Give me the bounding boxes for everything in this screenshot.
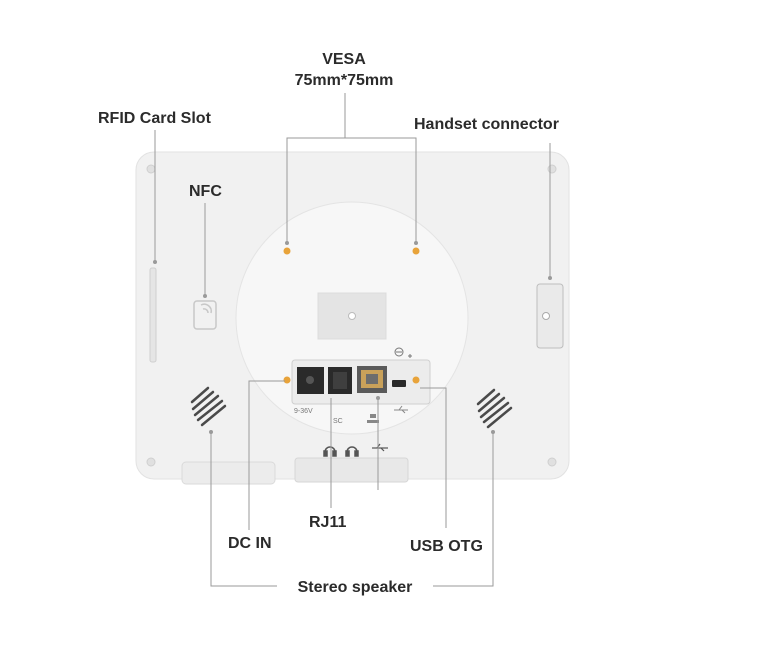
rj11-label: RJ11 — [309, 514, 346, 531]
headphone-icon-1 — [323, 446, 337, 457]
center-plate — [317, 292, 387, 340]
center-screw — [348, 312, 356, 320]
nfc-icon — [193, 300, 217, 330]
sc-mark: SC — [333, 418, 343, 425]
vesa-screw-tr — [412, 247, 420, 255]
ground-icon — [394, 347, 412, 358]
usb-otg-label: USB OTG — [410, 538, 483, 555]
usb-otg-port — [392, 380, 406, 387]
nfc-label: NFC — [189, 183, 222, 200]
vesa-screw-tl — [283, 247, 291, 255]
bottom-connector-recess — [294, 457, 409, 483]
dc-in-label: DC IN — [228, 535, 272, 552]
vesa-screw-bl — [283, 376, 291, 384]
corner-screw-tl — [146, 164, 156, 174]
corner-screw-bl — [146, 457, 156, 467]
vesa-label-line1: VESA — [322, 51, 366, 68]
stereo-speaker-label: Stereo speaker — [298, 579, 413, 596]
corner-screw-tr — [547, 164, 557, 174]
headphone-icon-2 — [345, 446, 359, 457]
rfid-slot — [149, 267, 157, 363]
speaker-left-icon — [190, 386, 227, 427]
ethernet-icon — [367, 414, 379, 423]
vesa-screw-br — [412, 376, 420, 384]
leader-lines — [154, 93, 551, 587]
rfid-card-slot-label: RFID Card Slot — [98, 110, 212, 127]
handset-connector-label: Handset connector — [414, 116, 559, 133]
voltage-mark: 9-36V — [294, 408, 313, 415]
bottom-foot-left — [181, 461, 276, 485]
usb-icon — [394, 405, 408, 414]
corner-screw-br — [547, 457, 557, 467]
leader-dots — [153, 241, 552, 434]
vesa-label-line2: 75mm*75mm — [295, 72, 394, 89]
handset-connector-hole — [542, 312, 550, 320]
speaker-right-icon — [476, 388, 513, 429]
